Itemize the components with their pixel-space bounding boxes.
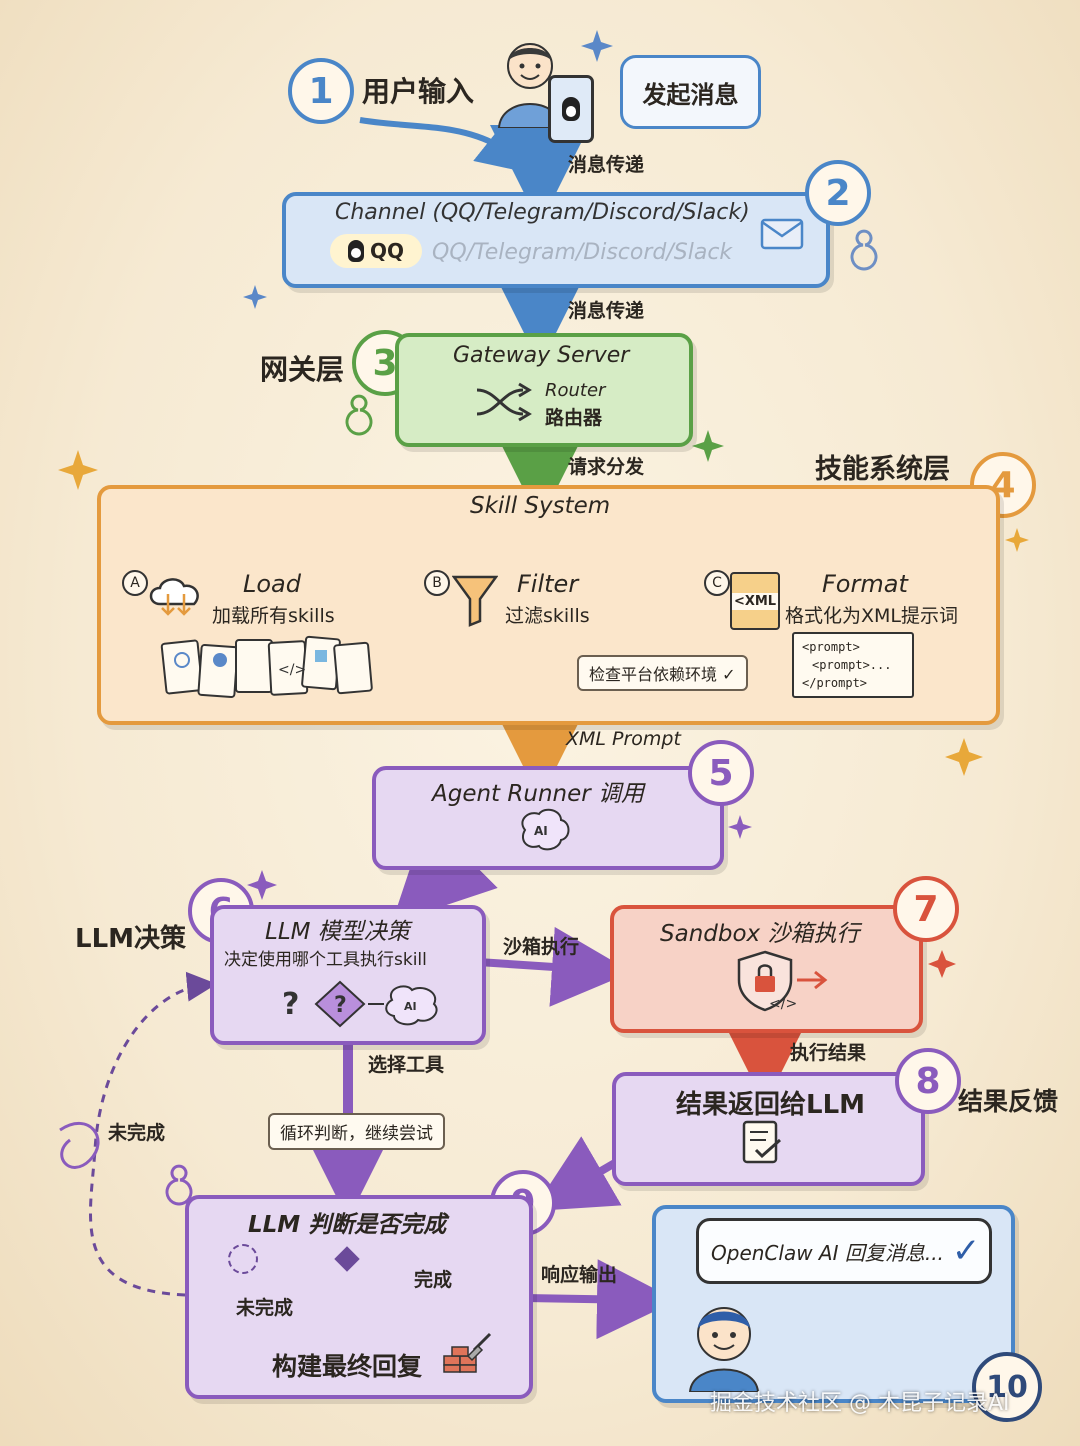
load-desc: 加载所有skills xyxy=(212,605,335,627)
step4-title: Skill System xyxy=(470,493,611,519)
arrow-label-7: 选择工具 xyxy=(368,1054,445,1076)
cloud-download-icon xyxy=(146,574,206,620)
step9-not-done-label: 未完成 xyxy=(236,1297,294,1319)
svg-text:</>: </> xyxy=(278,662,306,678)
prompt-line: <prompt>... xyxy=(812,658,892,672)
svg-text:</>: </> xyxy=(769,996,797,1012)
router-icon xyxy=(473,382,535,422)
loop-tag: 循环判断，继续尝试 xyxy=(268,1113,445,1150)
step6-title: LLM 模型决策 xyxy=(265,919,410,945)
format-letter-badge: C xyxy=(704,570,730,596)
step6-desc: 决定使用哪个工具执行skill xyxy=(224,950,427,970)
filter-letter-badge: B xyxy=(424,570,450,596)
phone-icon xyxy=(548,75,594,143)
load-title: Load xyxy=(243,570,301,598)
bot-avatar-icon xyxy=(684,1300,764,1393)
step2-subtitle: QQ/Telegram/Discord/Slack xyxy=(432,240,733,265)
prompt-line: <prompt> xyxy=(802,640,860,654)
dashed-circle-icon xyxy=(228,1244,258,1274)
step5-number-badge: 5 xyxy=(688,740,754,806)
ai-brain-icon: AI xyxy=(515,808,571,852)
user-avatar-icon xyxy=(495,38,565,129)
step2-title: Channel (QQ/Telegram/Discord/Slack) xyxy=(335,200,750,225)
xml-file-icon: <XML xyxy=(730,572,780,630)
prompt-line: </prompt> xyxy=(802,676,868,690)
step8-number-badge: 8 xyxy=(895,1048,961,1114)
filter-desc: 过滤skills xyxy=(505,605,590,627)
svg-text:AI: AI xyxy=(534,824,548,838)
decision-icon: ? ? AI xyxy=(280,978,450,1028)
step2-channel-box xyxy=(282,192,830,288)
step3-gateway-box xyxy=(395,333,693,447)
envelope-icon xyxy=(760,218,804,250)
speech-bubble: 发起消息 xyxy=(620,55,761,129)
svg-text:?: ? xyxy=(282,987,299,1022)
step4-side-label: 技能系统层 xyxy=(815,454,950,485)
step6-side-label: LLM决策 xyxy=(75,924,187,954)
format-title: Format xyxy=(822,570,908,598)
qq-logo: QQ xyxy=(330,234,422,268)
step9-final-label: 构建最终回复 xyxy=(272,1352,423,1381)
loop-not-done-label: 未完成 xyxy=(108,1122,166,1144)
reply-bubble: OpenClaw AI 回复消息... ✓ xyxy=(696,1218,992,1284)
step2-number-badge: 2 xyxy=(805,160,871,226)
step1-number-badge: 1 xyxy=(288,58,354,124)
arrow-label-2: 消息传递 xyxy=(568,300,645,322)
step7-number-badge: 7 xyxy=(893,876,959,942)
step3-side-label: 网关层 xyxy=(260,353,345,386)
arrow-label-5: 沙箱执行 xyxy=(503,936,580,958)
skill-docs-icon: </> xyxy=(160,632,375,702)
shield-lock-icon: </> xyxy=(735,950,835,1012)
step10-number-badge: 10 xyxy=(972,1352,1042,1422)
filter-title: Filter xyxy=(517,570,579,598)
qq-penguin-icon xyxy=(562,97,580,121)
arrow-label-3: 请求分发 xyxy=(568,456,645,478)
step8-title: 结果返回给LLM xyxy=(676,1090,866,1120)
step8-side-label: 结果反馈 xyxy=(958,1087,1059,1116)
reply-text: OpenClaw AI 回复消息... xyxy=(711,1240,944,1265)
step7-title: Sandbox 沙箱执行 xyxy=(660,921,860,947)
qq-label: QQ xyxy=(369,239,404,263)
check-platform-tag: 检查平台依赖环境 ✓ xyxy=(577,655,748,691)
watermark: 掘金技术社区 @ 木昆子记录AI xyxy=(710,1391,1010,1416)
step3-router-zh: 路由器 xyxy=(545,407,603,429)
xml-file-tag: <XML xyxy=(731,592,779,610)
arrow-9-10 xyxy=(524,1259,677,1340)
arrow-6-7 xyxy=(477,926,632,1007)
step9-done-label: 完成 xyxy=(414,1269,453,1291)
step6-llm-decision-box xyxy=(210,905,486,1045)
arrow-label-4: XML Prompt xyxy=(566,728,681,750)
checkmark-icon: ✓ xyxy=(951,1231,981,1271)
format-desc: 格式化为XML提示词 xyxy=(785,605,958,627)
speech-bubble-text: 发起消息 xyxy=(642,80,739,109)
ai-brain-label: AI xyxy=(404,1000,417,1013)
step9-title: LLM 判断是否完成 xyxy=(248,1212,447,1238)
step3-router-en: Router xyxy=(545,380,606,401)
brick-trowel-icon xyxy=(440,1328,496,1374)
prompt-paper: <prompt> <prompt>... </prompt> xyxy=(792,632,914,698)
document-check-icon xyxy=(736,1118,786,1166)
arrow-label-1: 消息传递 xyxy=(568,154,645,176)
funnel-icon xyxy=(451,573,499,629)
arrow-label-6: 执行结果 xyxy=(790,1042,867,1064)
load-letter-badge: A xyxy=(122,570,148,596)
svg-text:?: ? xyxy=(334,993,347,1018)
step1-title: 用户输入 xyxy=(362,75,475,108)
arrow-label-8: 响应输出 xyxy=(541,1264,618,1286)
step5-title: Agent Runner 调用 xyxy=(432,781,645,807)
arrow-8-9 xyxy=(532,1136,623,1212)
step3-title: Gateway Server xyxy=(453,343,630,368)
qq-penguin-icon xyxy=(347,240,364,262)
